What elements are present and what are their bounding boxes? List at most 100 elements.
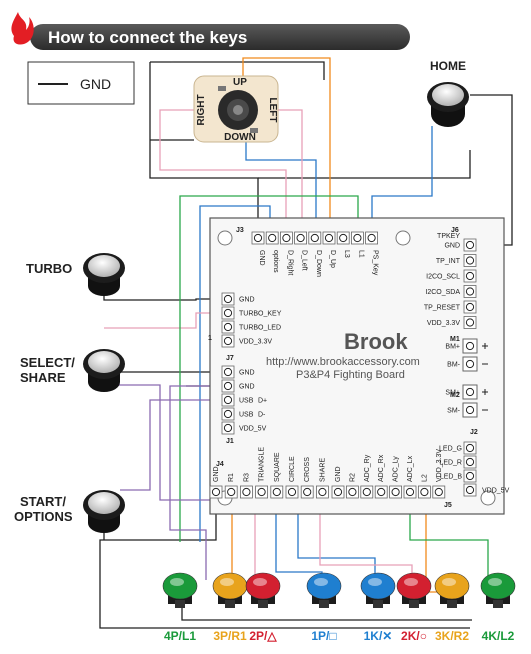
- turbo-label: TURBO: [26, 261, 72, 276]
- j3-pin: [350, 231, 364, 245]
- j4-pin: [300, 485, 314, 499]
- j2-pin-label: LED_R: [439, 460, 462, 467]
- select-label: SELECT/: [20, 355, 75, 370]
- j6-pin-label: GND: [444, 243, 460, 250]
- arcade-button[interactable]: [162, 572, 198, 608]
- motor-pin: [462, 384, 478, 400]
- j6-pin-label: TPKEY: [437, 233, 460, 240]
- j4-pin-label: CROSS: [304, 457, 311, 482]
- j3-pin: [322, 231, 336, 245]
- j3-pin-label: L3: [343, 250, 350, 258]
- header: How to connect the keys: [11, 12, 410, 50]
- j5-pin-label: L2: [421, 474, 428, 482]
- arcade-button[interactable]: [306, 572, 342, 608]
- j2-pin: [463, 483, 477, 497]
- j4-pin: [315, 485, 329, 499]
- j7-pin-label: GND: [239, 384, 255, 391]
- j3-pin-label: D_Up: [329, 250, 336, 268]
- j5-pin-label: ADC_Ly: [393, 456, 400, 482]
- arcade-button[interactable]: [212, 572, 248, 608]
- j2-pin-label: LED_B: [440, 474, 463, 481]
- start-options-button[interactable]: [83, 490, 125, 533]
- j5-pin-label: VDD_3.3V: [436, 449, 443, 482]
- j5-id: J5: [444, 502, 452, 509]
- j4-pin-label: SHARE: [319, 458, 326, 482]
- j4-pin-label: CIRCLE: [289, 456, 296, 482]
- dpad-up-label: UP: [233, 77, 247, 88]
- j4-id: J4: [216, 461, 224, 468]
- j4-pin: [270, 485, 284, 499]
- j1-marker: 1: [208, 335, 212, 342]
- j5-pin: [331, 485, 345, 499]
- j3-pin: [365, 231, 379, 245]
- j6-pin: [463, 238, 477, 252]
- arcade-button[interactable]: [396, 572, 432, 608]
- j3-pin: [279, 231, 293, 245]
- j7-pin-label: GND: [239, 370, 255, 377]
- j4-pin: [255, 485, 269, 499]
- home-button[interactable]: HOME: [427, 59, 469, 127]
- arcade-button[interactable]: [245, 572, 281, 608]
- j7-pin: [221, 407, 235, 421]
- j6-pin: [463, 254, 477, 267]
- j6-pin: [463, 300, 477, 314]
- motor-pin-label: SM-: [447, 408, 461, 415]
- j6-pin-label: TP_INT: [436, 258, 461, 265]
- home-label: HOME: [430, 59, 466, 73]
- m2-id: M2: [450, 392, 460, 399]
- brook-board: Brook http://www.brookaccessory.com P3&P…: [208, 217, 510, 515]
- select-share-button[interactable]: [83, 349, 125, 392]
- j5-pin: [345, 485, 359, 499]
- j4-pin-label: GND: [213, 466, 220, 482]
- motor-pin-label: SM+: [445, 390, 460, 397]
- motor-pin: [462, 402, 478, 418]
- j4-pin-label: SQUARE: [274, 452, 281, 482]
- j2-id: J2: [470, 429, 478, 436]
- j2-pin-label: LED_G: [439, 446, 462, 453]
- j6-header: TPKEYGNDTP_INTI2CO_SCLI2CO_SDATP_RESETVD…: [424, 233, 477, 329]
- motor-pin: [462, 338, 478, 354]
- title-bar: [30, 24, 410, 50]
- share-label: SHARE: [20, 370, 66, 385]
- arcade-button[interactable]: [360, 572, 396, 608]
- j4-pin: [209, 485, 223, 499]
- j2-header: LED_G LED_R LED_B VDD_5V: [439, 441, 510, 497]
- j5-pin: [360, 485, 374, 499]
- j6-id: J6: [451, 227, 459, 234]
- j5-pin-label: GND: [335, 466, 342, 482]
- j4-pin: [239, 485, 253, 499]
- arcade-button[interactable]: [434, 572, 470, 608]
- motor-pin-label: BM-: [447, 362, 461, 369]
- j3-pin-label: options: [272, 250, 279, 273]
- flame-icon: [11, 12, 34, 45]
- j7-id: J7: [226, 355, 234, 362]
- j5-pin-label: R2: [349, 473, 356, 482]
- j6-pin-label: I2CO_SDA: [425, 289, 460, 296]
- turbo-button[interactable]: [83, 253, 125, 296]
- j3-pin: [336, 231, 350, 245]
- j1-pin: [221, 292, 235, 306]
- m1-id: M1: [450, 336, 460, 343]
- j3-pin-label: D_Down: [315, 250, 322, 277]
- j6-pin: [463, 269, 477, 283]
- j1-pin: [221, 306, 235, 320]
- j6-pin-label: TP_RESET: [424, 305, 461, 312]
- j7-pin-label: USB: [239, 398, 254, 405]
- j6-pin: [463, 285, 477, 298]
- j2-pin-label: VDD_5V: [482, 488, 510, 495]
- j1-pin: [221, 334, 235, 348]
- j7-pin: [221, 365, 235, 379]
- arcade-button[interactable]: [480, 572, 516, 608]
- j5-pin: [389, 485, 403, 499]
- j1-pin-label: TURBO_KEY: [239, 311, 282, 318]
- j4-pin-label: R3: [243, 473, 250, 482]
- arcade-button-label: 3K/R2: [435, 629, 469, 643]
- motor-headers: BM+BM-SM+SM-: [445, 338, 488, 418]
- j7-pin: [221, 421, 235, 435]
- j3-pin-label: L1: [357, 250, 364, 258]
